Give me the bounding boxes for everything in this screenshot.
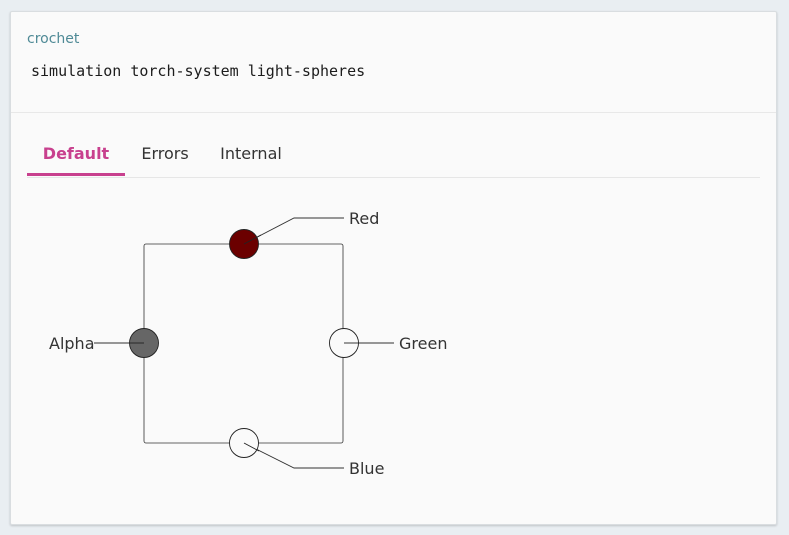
sphere-frame [143, 243, 344, 444]
app-name-link[interactable]: crochet [27, 31, 80, 47]
red-leader-line [243, 217, 344, 245]
light-spheres-diagram: Red Green Blue Alpha [49, 209, 447, 478]
tab-internal[interactable]: Internal [220, 144, 282, 163]
tab-bar: Default Errors Internal [27, 133, 760, 178]
blue-leader-tip [243, 442, 260, 452]
red-label: Red [349, 209, 379, 228]
green-label: Green [399, 334, 447, 353]
output-card: crochet simulation torch-system light-sp… [10, 11, 777, 525]
blue-label: Blue [349, 459, 384, 478]
card-header: crochet simulation torch-system light-sp… [11, 12, 776, 113]
blue-leader-line [243, 442, 344, 469]
tab-errors[interactable]: Errors [141, 144, 189, 163]
tab-default[interactable]: Default [27, 133, 125, 176]
command-text: simulation torch-system light-spheres [31, 62, 366, 80]
red-leader-tip [243, 234, 262, 245]
alpha-label: Alpha [49, 334, 95, 353]
